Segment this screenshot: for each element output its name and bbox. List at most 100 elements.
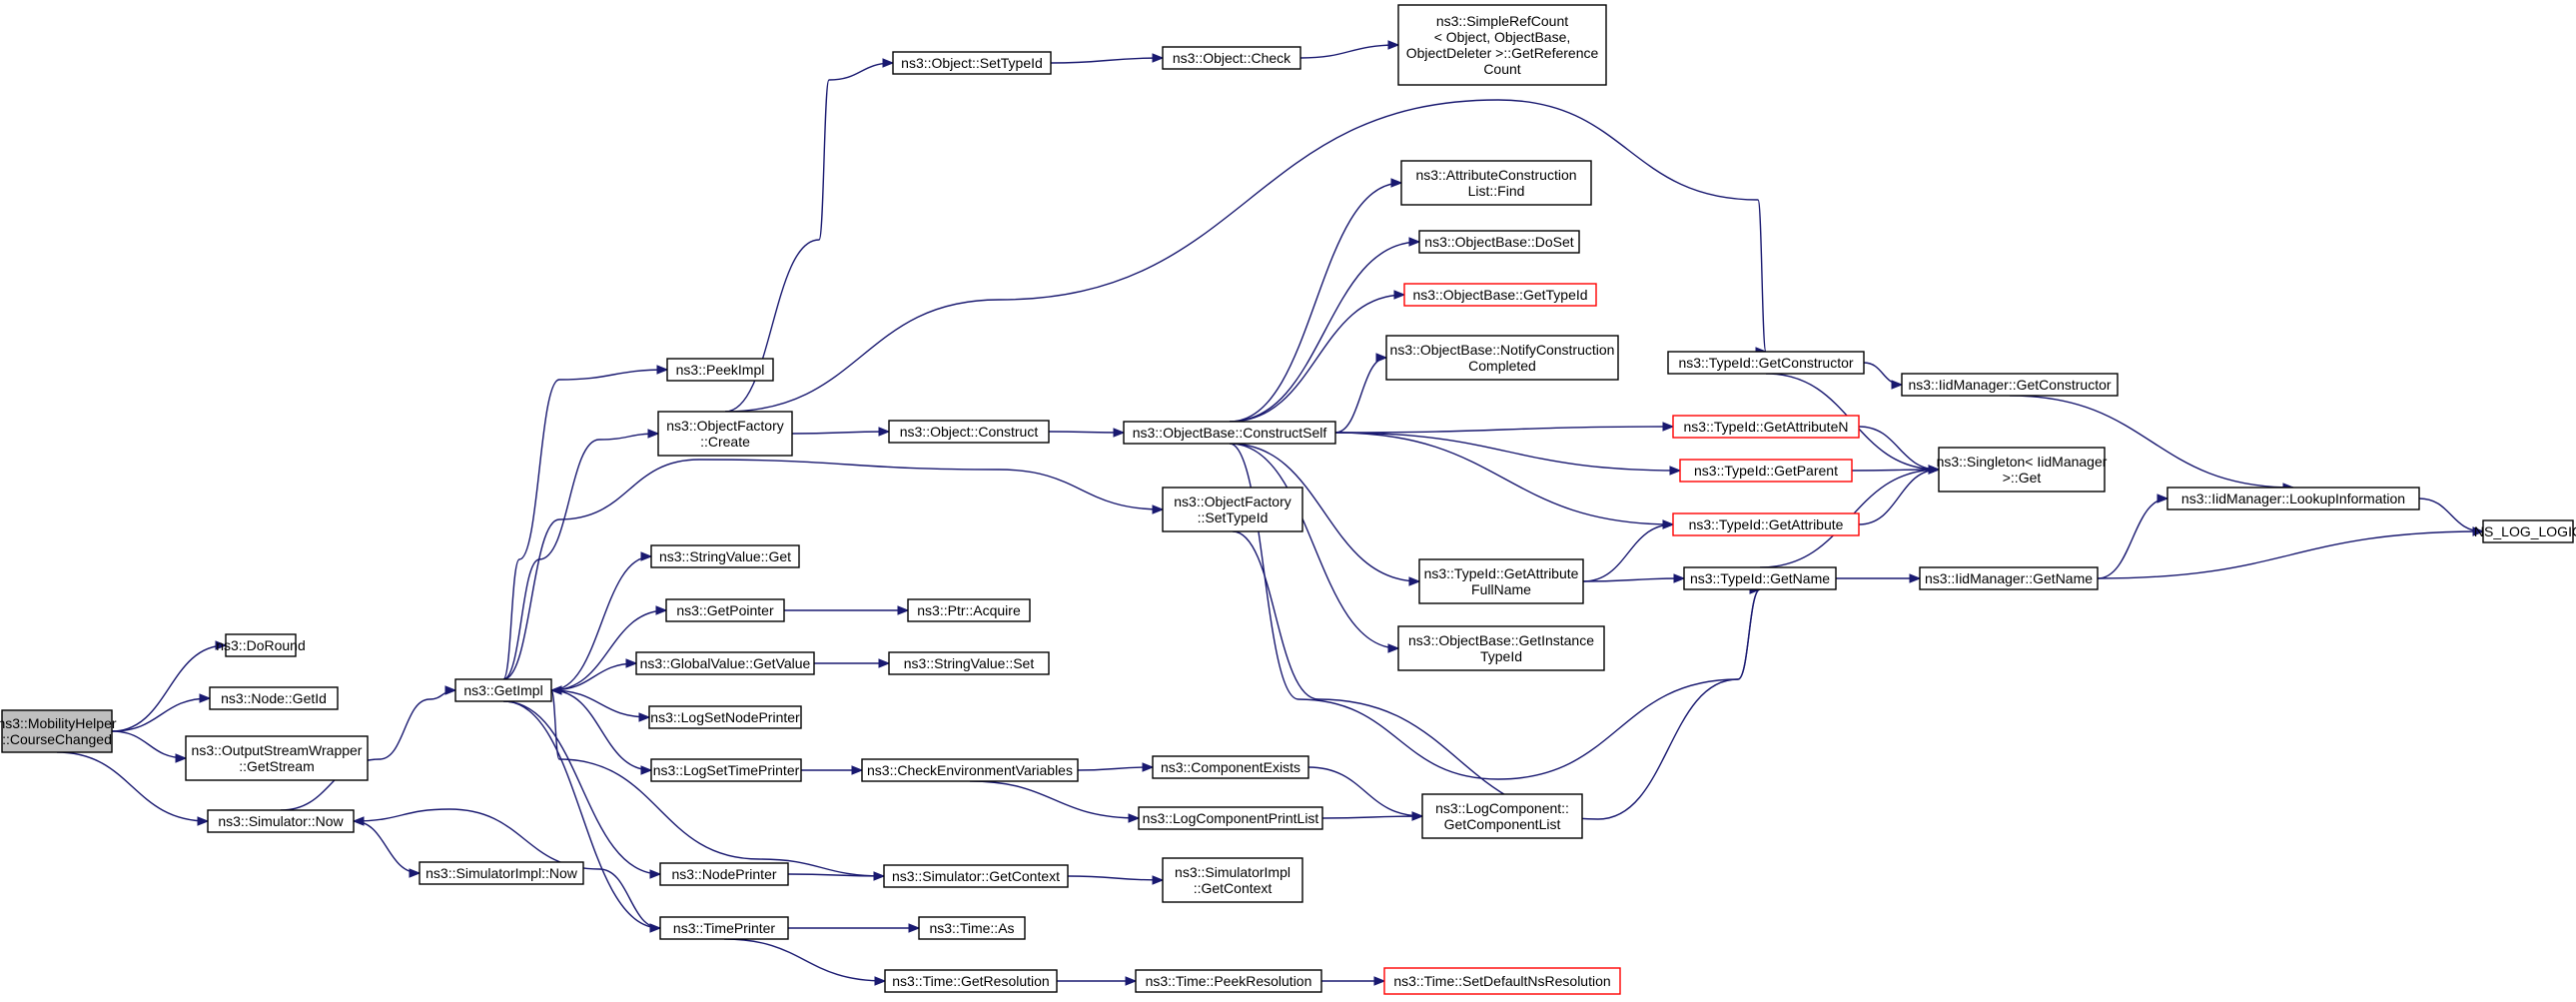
node-box	[1672, 415, 1860, 439]
node-ptracquire[interactable]: ns3::Ptr::Acquire	[907, 598, 1031, 622]
node-timegetres[interactable]: ns3::Time::GetResolution	[884, 969, 1058, 993]
node-label: FullName	[1471, 581, 1531, 597]
node-iidlookup[interactable]: ns3::IidManager::LookupInformation	[2166, 487, 2420, 510]
node-iidgetname[interactable]: ns3::IidManager::GetName	[1919, 566, 2099, 590]
node-box	[1152, 755, 1309, 779]
arrowhead-icon	[1891, 380, 1904, 390]
node-label: ns3::IidManager::GetName	[1925, 570, 2093, 586]
node-strvalget[interactable]: ns3::StringValue::Get	[650, 544, 800, 568]
node-label: ns3::LogSetNodePrinter	[650, 709, 800, 725]
node-compexists[interactable]: ns3::ComponentExists	[1152, 755, 1309, 779]
edge-simgetcontext-to-getimpl	[550, 689, 885, 877]
node-mobility[interactable]: ns3::MobilityHelper::CourseChanged	[0, 709, 117, 753]
edge-ofcreate-to-objsettypeid	[724, 62, 894, 413]
node-timeprinter[interactable]: ns3::TimePrinter	[659, 916, 789, 940]
node-box	[659, 916, 789, 940]
node-box	[1919, 566, 2099, 590]
edge-tidgetctor-to-iidgetctor	[1863, 362, 1903, 386]
node-tidgetparent[interactable]: ns3::TypeId::GetParent	[1679, 459, 1853, 483]
node-getimpl[interactable]: ns3::GetImpl	[454, 678, 552, 702]
node-timesetdefault[interactable]: ns3::Time::SetDefaultNsResolution	[1383, 967, 1621, 995]
edge-timeprinter-to-timegetres	[723, 938, 886, 982]
node-label: ns3::Object::Check	[1173, 50, 1291, 66]
node-simplerefcount[interactable]: ns3::SimpleRefCount< Object, ObjectBase,…	[1397, 4, 1607, 86]
arrowhead-icon	[2472, 526, 2485, 536]
node-singleton[interactable]: ns3::Singleton< IidManager >::Get	[1937, 447, 2108, 493]
arrowhead-icon	[1411, 811, 1424, 821]
edge-constructself-to-acfind	[1229, 182, 1402, 423]
node-box	[1135, 969, 1322, 993]
node-constructself[interactable]: ns3::ObjectBase::ConstructSelf	[1123, 421, 1336, 445]
arrowhead-icon	[175, 753, 188, 763]
node-timeas[interactable]: ns3::Time::As	[918, 916, 1026, 940]
edge-iidgetname-to-iidlookup	[2097, 498, 2168, 579]
node-getstream[interactable]: ns3::OutputStreamWrapper::GetStream	[185, 735, 369, 781]
edge-ofcreate-to-objconstruct	[791, 431, 890, 435]
node-label: ns3::StringValue::Set	[904, 655, 1035, 671]
arrowhead-icon	[873, 871, 886, 881]
node-label: ::CourseChanged	[2, 731, 112, 747]
node-strvalset[interactable]: ns3::StringValue::Set	[888, 651, 1050, 675]
node-tidgetctor[interactable]: ns3::TypeId::GetConstructor	[1667, 351, 1865, 375]
node-logsetnode[interactable]: ns3::LogSetNodePrinter	[648, 705, 802, 729]
node-getpointer[interactable]: ns3::GetPointer	[665, 598, 785, 622]
node-logsettime[interactable]: ns3::LogSetTimePrinter	[650, 758, 802, 782]
node-simnow[interactable]: ns3::Simulator::Now	[207, 809, 355, 833]
node-simimplnow[interactable]: ns3::SimulatorImpl::Now	[419, 861, 584, 885]
node-ofsettypeid[interactable]: ns3::ObjectFactory::SetTypeId	[1162, 487, 1303, 532]
node-obgettypeid[interactable]: ns3::ObjectBase::GetTypeId	[1403, 283, 1597, 307]
node-logcompget[interactable]: ns3::LogComponent::GetComponentList	[1421, 793, 1583, 839]
node-label: ns3::SimulatorImpl::Now	[426, 865, 578, 881]
node-iidgetctor[interactable]: ns3::IidManager::GetConstructor	[1901, 373, 2119, 397]
node-label: ns3::ComponentExists	[1161, 759, 1300, 775]
arrowhead-icon	[656, 365, 669, 375]
arrowhead-icon	[1909, 573, 1922, 583]
node-logcompprint[interactable]: ns3::LogComponentPrintList	[1138, 806, 1323, 830]
node-peekimpl[interactable]: ns3::PeekImpl	[666, 358, 774, 382]
node-nodegetid[interactable]: ns3::Node::GetId	[209, 686, 339, 710]
node-box	[1397, 625, 1605, 671]
node-label: ns3::IidManager::LookupInformation	[2181, 491, 2405, 506]
edge-checkenv-to-logcompprint	[969, 780, 1140, 819]
arrowhead-icon	[1387, 643, 1400, 653]
node-simimplgetcontext[interactable]: ns3::SimulatorImpl::GetContext	[1162, 857, 1303, 903]
node-label: ns3::LogComponent::	[1435, 800, 1569, 816]
arrowhead-icon	[444, 685, 457, 695]
node-box	[1683, 566, 1837, 590]
arrowhead-icon	[647, 429, 660, 439]
node-tidgetattr[interactable]: ns3::TypeId::GetAttribute	[1672, 512, 1860, 536]
node-label: Completed	[1468, 358, 1536, 374]
node-doround[interactable]: ns3::DoRound	[216, 633, 306, 657]
node-objconstruct[interactable]: ns3::Object::Construct	[888, 420, 1050, 444]
node-nodeprinter[interactable]: ns3::NodePrinter	[659, 862, 789, 886]
node-gvgetvalue[interactable]: ns3::GlobalValue::GetValue	[635, 651, 815, 675]
call-edges	[56, 40, 2485, 986]
edge-constructself-to-obnotify	[1334, 357, 1387, 434]
node-box	[883, 864, 1069, 888]
node-tidgetname[interactable]: ns3::TypeId::GetName	[1683, 566, 1837, 590]
arrowhead-icon	[215, 640, 228, 650]
node-label: ns3::OutputStreamWrapper	[192, 742, 363, 758]
node-label: ns3::Singleton< IidManager	[1937, 454, 2108, 470]
node-obdoset[interactable]: ns3::ObjectBase::DoSet	[1418, 230, 1580, 254]
node-box	[454, 678, 552, 702]
node-simgetcontext[interactable]: ns3::Simulator::GetContext	[883, 864, 1069, 888]
node-objsettypeid[interactable]: ns3::Object::SetTypeId	[892, 51, 1052, 75]
node-obnotify[interactable]: ns3::ObjectBase::NotifyConstructionCompl…	[1385, 335, 1619, 381]
node-box	[665, 598, 785, 622]
node-box	[1403, 283, 1597, 307]
node-objcheck[interactable]: ns3::Object::Check	[1162, 46, 1301, 70]
node-tidgetattrn[interactable]: ns3::TypeId::GetAttributeN	[1672, 415, 1860, 439]
node-label: ns3::Time::PeekResolution	[1146, 973, 1312, 989]
edge-constructself-to-tidgetattrfull	[1229, 443, 1420, 582]
node-nslog[interactable]: NS_LOG_LOGIC	[2474, 519, 2576, 543]
node-label: ns3::TypeId::GetParent	[1694, 463, 1838, 479]
node-ofcreate[interactable]: ns3::ObjectFactory::Create	[657, 411, 793, 457]
node-box	[1672, 512, 1860, 536]
node-label: ::SetTypeId	[1198, 509, 1269, 525]
node-checkenv[interactable]: ns3::CheckEnvironmentVariables	[861, 758, 1079, 782]
node-timepeekres[interactable]: ns3::Time::PeekResolution	[1135, 969, 1322, 993]
